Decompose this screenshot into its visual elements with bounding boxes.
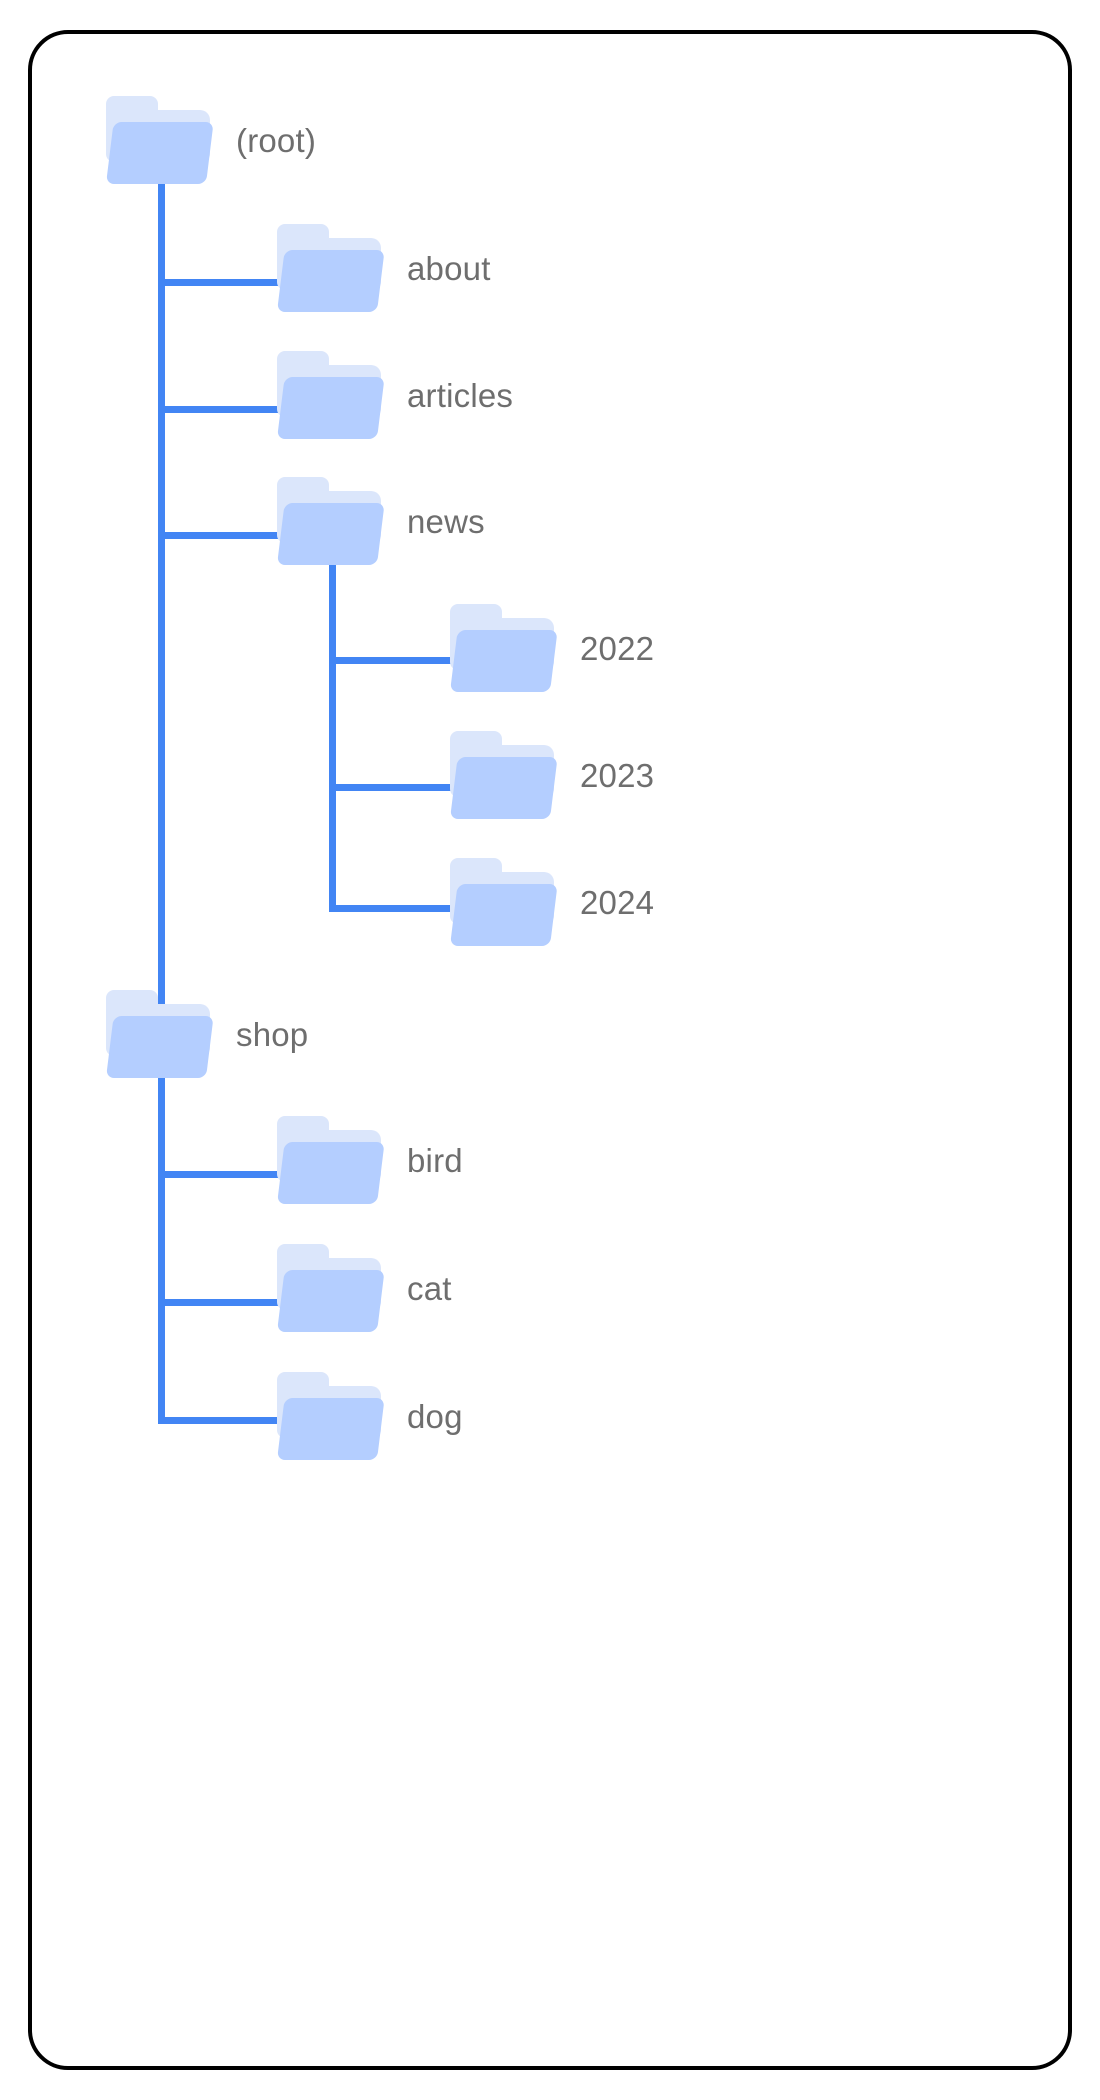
tree-node-articles[interactable]: articles bbox=[277, 351, 513, 439]
connector-root-news bbox=[158, 532, 283, 539]
folder-front-shape bbox=[277, 1398, 385, 1460]
connector-shop-bird bbox=[158, 1171, 283, 1178]
tree-node-2024[interactable]: 2024 bbox=[450, 858, 654, 946]
tree-node-label: bird bbox=[407, 1141, 463, 1179]
folder-tree-diagram: (root) about articles bbox=[32, 34, 1076, 2074]
tree-node-dog[interactable]: dog bbox=[277, 1372, 463, 1460]
connector-root-about bbox=[158, 279, 283, 286]
folder-icon bbox=[277, 1372, 385, 1460]
tree-node-label: shop bbox=[236, 1015, 309, 1053]
tree-node-label: 2022 bbox=[580, 629, 655, 667]
folder-icon bbox=[277, 477, 385, 565]
folder-front-shape bbox=[450, 884, 558, 946]
tree-node-label: articles bbox=[407, 376, 514, 414]
tree-node-2023[interactable]: 2023 bbox=[450, 731, 654, 819]
tree-node-label: cat bbox=[407, 1269, 452, 1307]
folder-front-shape bbox=[277, 250, 385, 312]
folder-icon bbox=[450, 604, 558, 692]
folder-icon bbox=[106, 96, 214, 184]
tree-node-2022[interactable]: 2022 bbox=[450, 604, 654, 692]
tree-node-label: 2024 bbox=[580, 883, 655, 921]
folder-front-shape bbox=[277, 503, 385, 565]
tree-node-label: news bbox=[407, 502, 485, 540]
folder-front-shape bbox=[450, 757, 558, 819]
folder-front-shape bbox=[277, 1142, 385, 1204]
folder-front-shape bbox=[277, 377, 385, 439]
folder-icon bbox=[277, 1244, 385, 1332]
connector-shop-cat bbox=[158, 1299, 283, 1306]
tree-node-news[interactable]: news bbox=[277, 477, 485, 565]
connector-shop-spine bbox=[158, 1046, 165, 1424]
tree-node-label: 2023 bbox=[580, 756, 655, 794]
connector-news-2024 bbox=[329, 905, 456, 912]
folder-icon bbox=[277, 351, 385, 439]
connector-root-articles bbox=[158, 406, 283, 413]
tree-node-about[interactable]: about bbox=[277, 224, 491, 312]
folder-front-shape bbox=[277, 1270, 385, 1332]
diagram-card: (root) about articles bbox=[28, 30, 1072, 2070]
folder-icon bbox=[277, 224, 385, 312]
tree-node-label: (root) bbox=[236, 121, 317, 159]
connector-root-spine bbox=[158, 184, 165, 1054]
tree-node-cat[interactable]: cat bbox=[277, 1244, 452, 1332]
tree-node-label: about bbox=[407, 249, 491, 287]
tree-node-shop[interactable]: shop bbox=[106, 990, 308, 1078]
tree-node-label: dog bbox=[407, 1397, 463, 1435]
folder-front-shape bbox=[450, 630, 558, 692]
tree-node-bird[interactable]: bird bbox=[277, 1116, 463, 1204]
folder-front-shape bbox=[106, 1016, 214, 1078]
connector-shop-dog bbox=[158, 1417, 283, 1424]
tree-node-root[interactable]: (root) bbox=[106, 96, 316, 184]
folder-icon bbox=[450, 731, 558, 819]
folder-icon bbox=[106, 990, 214, 1078]
folder-front-shape bbox=[106, 122, 214, 184]
connector-news-2022 bbox=[329, 657, 456, 664]
connector-news-2023 bbox=[329, 784, 456, 791]
folder-icon bbox=[450, 858, 558, 946]
connector-news-spine bbox=[329, 562, 336, 912]
folder-icon bbox=[277, 1116, 385, 1204]
